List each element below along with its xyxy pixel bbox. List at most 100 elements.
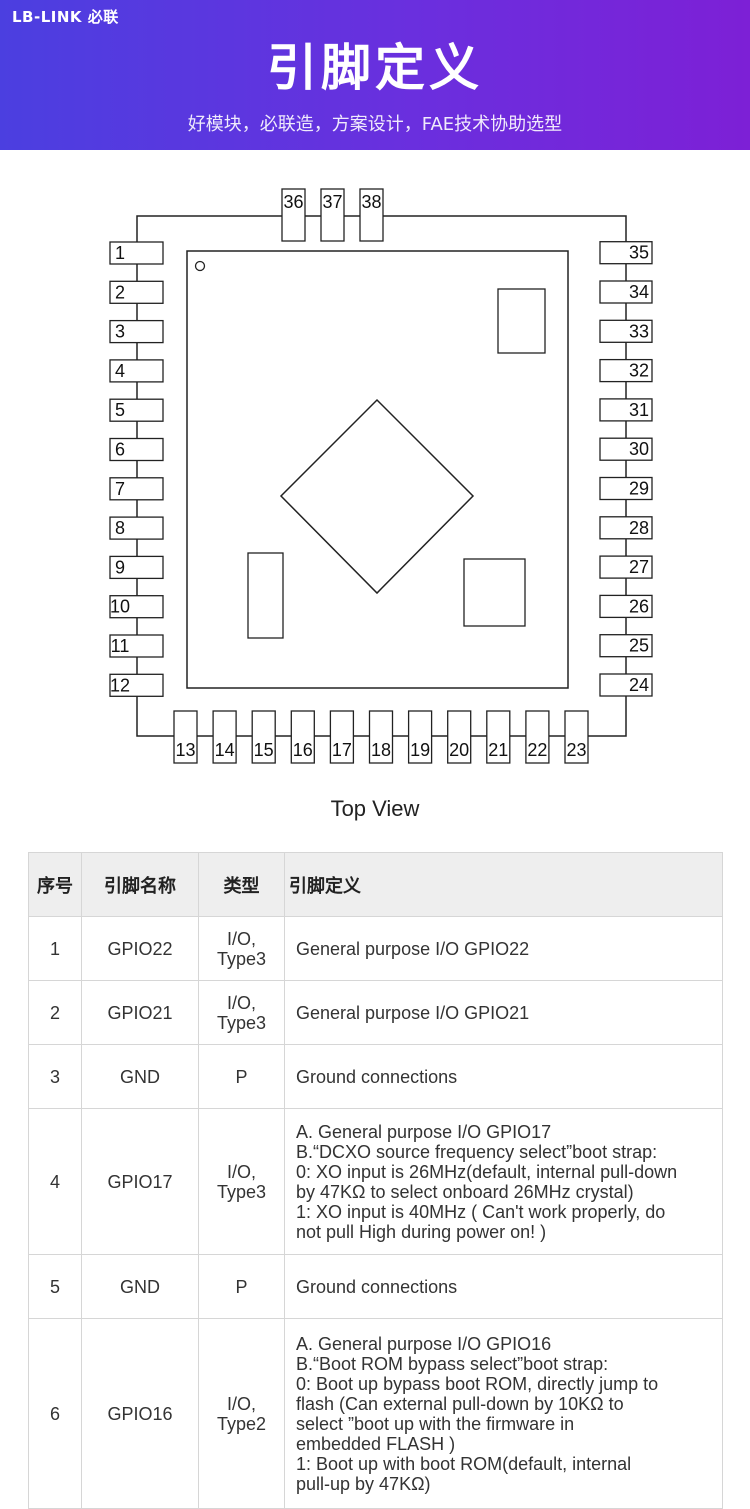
pin-pad — [599, 280, 653, 304]
pin-20: 20 — [447, 710, 472, 764]
pin-pad — [447, 710, 472, 764]
definition-line: 1: XO input is 40MHz ( Can't work proper… — [296, 1201, 666, 1222]
pin-pad — [173, 710, 198, 764]
pin-pad — [109, 634, 164, 658]
definition-line: B.“Boot ROM bypass select”boot strap: — [296, 1353, 609, 1374]
pin-22: 22 — [525, 710, 550, 764]
pin-15: 15 — [251, 710, 276, 764]
type-line: I/O, — [226, 928, 256, 949]
pin-pad — [368, 710, 394, 764]
row-type: P — [198, 1254, 285, 1319]
header-definition: 引脚定义 — [284, 852, 723, 917]
module-outline — [136, 215, 627, 737]
pin-27: 27 — [599, 555, 653, 579]
pin-number: 34 — [629, 282, 649, 302]
pin-number: 10 — [110, 597, 130, 617]
pin-30: 30 — [599, 437, 653, 461]
pin-21: 21 — [486, 710, 511, 764]
pin-10: 10 — [109, 595, 164, 619]
pin-pad — [407, 710, 433, 764]
pin-pad — [599, 634, 653, 658]
definition-line: by 47KΩ to select onboard 26MHz crystal) — [296, 1181, 634, 1202]
pin-number: 24 — [629, 675, 649, 695]
row-index: 1 — [28, 916, 82, 981]
pin-number: 4 — [115, 361, 125, 381]
pin-37: 37 — [320, 188, 345, 242]
pin-pad — [212, 710, 237, 764]
pin-number: 8 — [115, 518, 125, 538]
type-line: P — [235, 1066, 248, 1087]
pin-number: 16 — [293, 740, 313, 760]
pin-pad — [359, 188, 384, 242]
header-banner: LB-LINK 必联 引脚定义 好模块，必联造，方案设计，FAE技术协助选型 — [0, 0, 750, 150]
definition-line: select ”boot up with the firmware in — [296, 1413, 575, 1434]
pin-3: 3 — [109, 319, 164, 344]
row-pin-name: GPIO16 — [81, 1318, 199, 1509]
row-index: 5 — [28, 1254, 82, 1319]
definition-line: Ground connections — [296, 1276, 458, 1297]
type-line: I/O, — [226, 1393, 256, 1414]
pin-number: 23 — [566, 740, 586, 760]
pin-number: 6 — [115, 440, 125, 460]
pin-33: 33 — [599, 319, 653, 343]
pin-18: 18 — [368, 710, 394, 764]
pin-pad — [109, 319, 164, 344]
diagram-caption: Top View — [330, 796, 420, 821]
pin-14: 14 — [212, 710, 237, 764]
pin-number: 2 — [115, 282, 125, 302]
pin-number: 19 — [410, 740, 430, 760]
pin-number: 35 — [629, 243, 649, 263]
pin-5: 5 — [109, 398, 164, 422]
pin-pad — [320, 188, 345, 242]
pin-8: 8 — [109, 516, 164, 540]
pin-36: 36 — [281, 188, 306, 242]
pin-pad — [599, 358, 653, 383]
pin-number: 28 — [629, 518, 649, 538]
pin-2: 2 — [109, 280, 164, 304]
definition-line: A. General purpose I/O GPIO16 — [296, 1333, 552, 1354]
row-definition: Ground connections — [284, 1044, 723, 1109]
pin-26: 26 — [599, 594, 653, 619]
definition-line: 1: Boot up with boot ROM(default, intern… — [296, 1453, 632, 1474]
definition-line: not pull High during power on! ) — [296, 1221, 547, 1242]
pin-number: 18 — [371, 740, 391, 760]
pin-19: 19 — [407, 710, 433, 764]
pin-pad — [109, 477, 164, 501]
pin-pad — [599, 476, 653, 501]
pin-number: 21 — [488, 740, 508, 760]
pin-pad — [599, 398, 653, 422]
pin-number: 27 — [629, 557, 649, 577]
pin-number: 26 — [629, 596, 649, 616]
row-pin-name: GPIO17 — [81, 1108, 199, 1255]
pin-number: 36 — [283, 192, 303, 212]
pin-number: 13 — [175, 740, 195, 760]
pin-number: 5 — [115, 400, 125, 420]
row-definition: General purpose I/O GPIO21 — [284, 980, 723, 1045]
definition-line: 0: XO input is 26MHz(default, internal p… — [296, 1161, 678, 1182]
pin-31: 31 — [599, 398, 653, 422]
pin-number: 37 — [322, 192, 342, 212]
definition-line: flash (Can external pull-down by 10KΩ to — [296, 1393, 624, 1414]
pin-6: 6 — [109, 437, 164, 462]
pin-pad — [599, 319, 653, 343]
row-pin-name: GPIO21 — [81, 980, 199, 1045]
definition-line: Ground connections — [296, 1066, 458, 1087]
row-definition: Ground connections — [284, 1254, 723, 1319]
pin-number: 25 — [629, 636, 649, 656]
pin-number: 15 — [254, 740, 274, 760]
pin-32: 32 — [599, 358, 653, 383]
pin-number: 29 — [629, 479, 649, 499]
pin-number: 9 — [115, 557, 125, 577]
pin-pad — [109, 241, 164, 265]
pin-number: 33 — [629, 321, 649, 341]
row-type: I/O,Type3 — [198, 1108, 285, 1255]
row-index: 6 — [28, 1318, 82, 1509]
brand-logo: LB-LINK 必联 — [12, 8, 119, 26]
pin-pad — [329, 710, 355, 764]
definition-line: A. General purpose I/O GPIO17 — [296, 1121, 552, 1142]
